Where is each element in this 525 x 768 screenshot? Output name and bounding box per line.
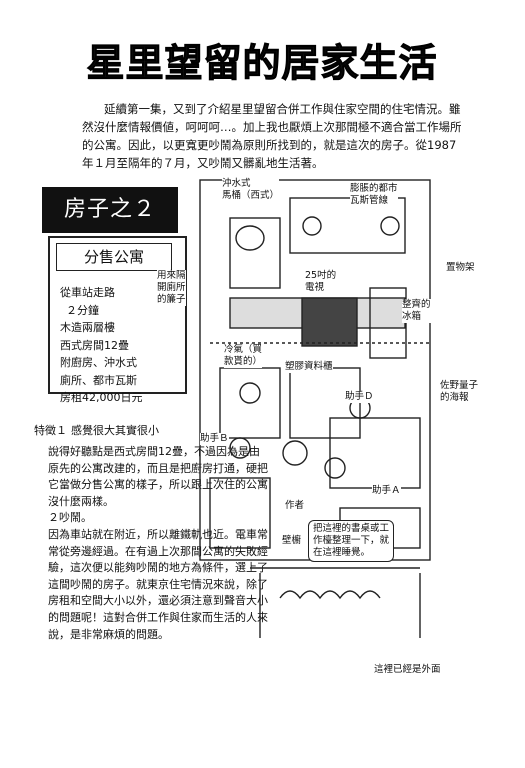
spec-list: 從車站走路 ２分鐘 木造兩層樓 西式房間12疊 附廚房、沖水式 廁所、都市瓦斯 … <box>60 284 182 407</box>
body-paragraph: 因為車站就在附近，所以離鐵軌也近。電車常常從旁邊經過。在有過上次那間公寓的失敗經… <box>48 527 268 641</box>
label-shelf: 置物架 <box>446 262 475 274</box>
panel-heading: 房子之２ <box>42 187 178 233</box>
spec-box <box>48 236 187 394</box>
spec-line: 從車站走路 <box>60 286 115 299</box>
label-plastic-shelf: 塑膠資料櫃 <box>285 361 333 373</box>
label-partition: 用來隔 開廁所 的簾子 <box>157 270 186 306</box>
page-title: 星里望留的居家生活 <box>86 41 438 86</box>
label-author: 作者 <box>285 500 305 512</box>
label-assistant-d: 助手Ｄ <box>345 391 374 403</box>
label-closet: 壁櫥 <box>282 535 302 547</box>
spec-line: 木造兩層樓 <box>60 321 115 334</box>
label-toilet: 沖水式 馬桶（西式） <box>222 178 280 202</box>
label-poster: 佐野量子 的海報 <box>440 380 479 404</box>
spec-line: 西式房間12疊 <box>60 338 129 352</box>
spec-line: 附廚房、沖水式 <box>60 356 137 369</box>
label-note: 把這裡的書桌或工 作檯整理一下，就 在這裡睡覺。 <box>308 520 395 562</box>
feature-heading: 特徵１ 感覺很大其實很小 <box>34 421 159 440</box>
spec-line: 房租42,000日元 <box>60 391 143 404</box>
body-paragraph: 說得好聽點是西式房間12疊，不過因為是由原先的公寓改建的，而且是把廚房打通，硬把… <box>48 445 268 508</box>
label-assistant-b: 助手Ｂ <box>200 433 229 445</box>
spec-line: 廁所、都市瓦斯 <box>60 373 137 387</box>
body-text: 說得好聽點是西式房間12疊，不過因為是由原先的公寓改建的，而且是把廚房打通，硬把… <box>48 444 268 643</box>
intro-paragraph: 延續第一集，又到了介紹星里望留合併工作與住家空間的住宅情況。雖然沒什麼情報價値，… <box>82 102 462 170</box>
label-assistant-a: 助手Ａ <box>372 485 401 497</box>
label-aircon: 冷氣（買 款貰的） <box>224 344 263 368</box>
room-illustration <box>199 179 431 638</box>
label-tv: 25吋的 電視 <box>305 270 337 294</box>
label-fridge: 整齊的 冰箱 <box>402 299 431 323</box>
spec-line: ２分鐘 <box>66 303 99 317</box>
label-outside: 這裡已經是外面 <box>374 664 441 676</box>
spec-box-title: 分售公寓 <box>56 243 172 271</box>
label-gas: 膨脹的都市 瓦斯管線 <box>350 183 398 207</box>
body-paragraph: ２吵鬧。 <box>48 511 92 525</box>
feature-summary: 感覺很大其實很小 <box>70 424 159 437</box>
feature-label: 特徵１ <box>34 424 67 437</box>
